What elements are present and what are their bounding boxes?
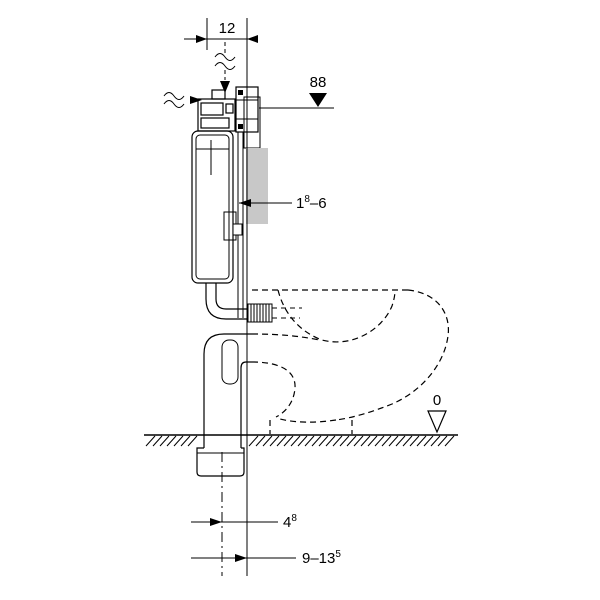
inlet-connector-threads (250, 304, 270, 322)
dim-floor-level-label: 0 (433, 392, 441, 409)
reference-lines (206, 18, 226, 576)
dim-outlet-b-arrow-icon (235, 554, 247, 562)
dim-outlet-a-label: 48 (283, 513, 297, 531)
toilet-pan-outline (251, 289, 450, 434)
fill-valve-stem (211, 89, 226, 100)
pan-back-outline (335, 289, 450, 421)
floor (144, 434, 458, 447)
fill-valve-detail-3 (225, 103, 234, 114)
tank-outline (191, 130, 234, 284)
drain-elbow-inner (240, 361, 252, 448)
floor-hatching-left (145, 435, 198, 447)
wall-break-left-arrow-icon (190, 96, 202, 104)
wall-break-left-wave-2 (163, 100, 185, 108)
dim-depth-label: 12 (219, 20, 236, 37)
wall-break-left-wave-1 (163, 92, 185, 100)
dim-wall-finish-label: 18–6 (296, 194, 327, 212)
fixing-square-top-icon (238, 90, 243, 95)
dim-depth-arrow-left-icon (247, 35, 258, 43)
fixing-square-bottom-icon (238, 124, 243, 129)
drain-pipe (196, 333, 252, 477)
dim-wall-finish-arrow-icon (239, 199, 251, 207)
flush-pipe-outer (205, 283, 248, 320)
floor-hatching-right (248, 435, 455, 447)
drain-branch-detail (221, 339, 239, 385)
break-marks (163, 53, 236, 108)
protection-cover (246, 148, 268, 224)
dim-height-label: 88 (310, 74, 327, 91)
floor-level-marker-icon (427, 410, 447, 434)
dim-depth-arrow-right-icon (196, 35, 207, 43)
flush-valve-latch (232, 223, 243, 236)
wall-break-top-wave-2 (214, 62, 236, 70)
wall-break-top-wave-1 (214, 53, 236, 61)
dimension-outlet-offset (191, 518, 278, 526)
dimension-frame-depth (184, 35, 258, 43)
dimension-floor-level (427, 410, 447, 434)
fill-valve-detail-1 (200, 102, 224, 116)
dim-outlet-b-label: 9–135 (302, 549, 341, 567)
level-marker-filled-icon (309, 93, 327, 107)
fill-valve-detail-2 (200, 117, 230, 129)
dimension-outlet-range (191, 554, 296, 562)
dim-outlet-a-arrow-icon (210, 518, 222, 526)
dimension-wall-finish (239, 199, 292, 207)
pan-bottom-outline (279, 418, 337, 423)
flush-pipe-inner (215, 283, 248, 310)
wall-break-top-arrow-icon (220, 81, 230, 93)
pan-bowl-inner (277, 289, 396, 343)
tank-inner-outline (195, 134, 230, 280)
dimension-top-height (259, 93, 334, 109)
dimensions: 12 88 18–6 0 48 9–135 (184, 20, 447, 567)
flush-pipe (205, 283, 302, 323)
pan-outlet-upper (251, 333, 321, 341)
drain-socket (196, 447, 245, 477)
drain-elbow-outer (203, 333, 252, 448)
pan-outlet-lower (251, 361, 296, 418)
